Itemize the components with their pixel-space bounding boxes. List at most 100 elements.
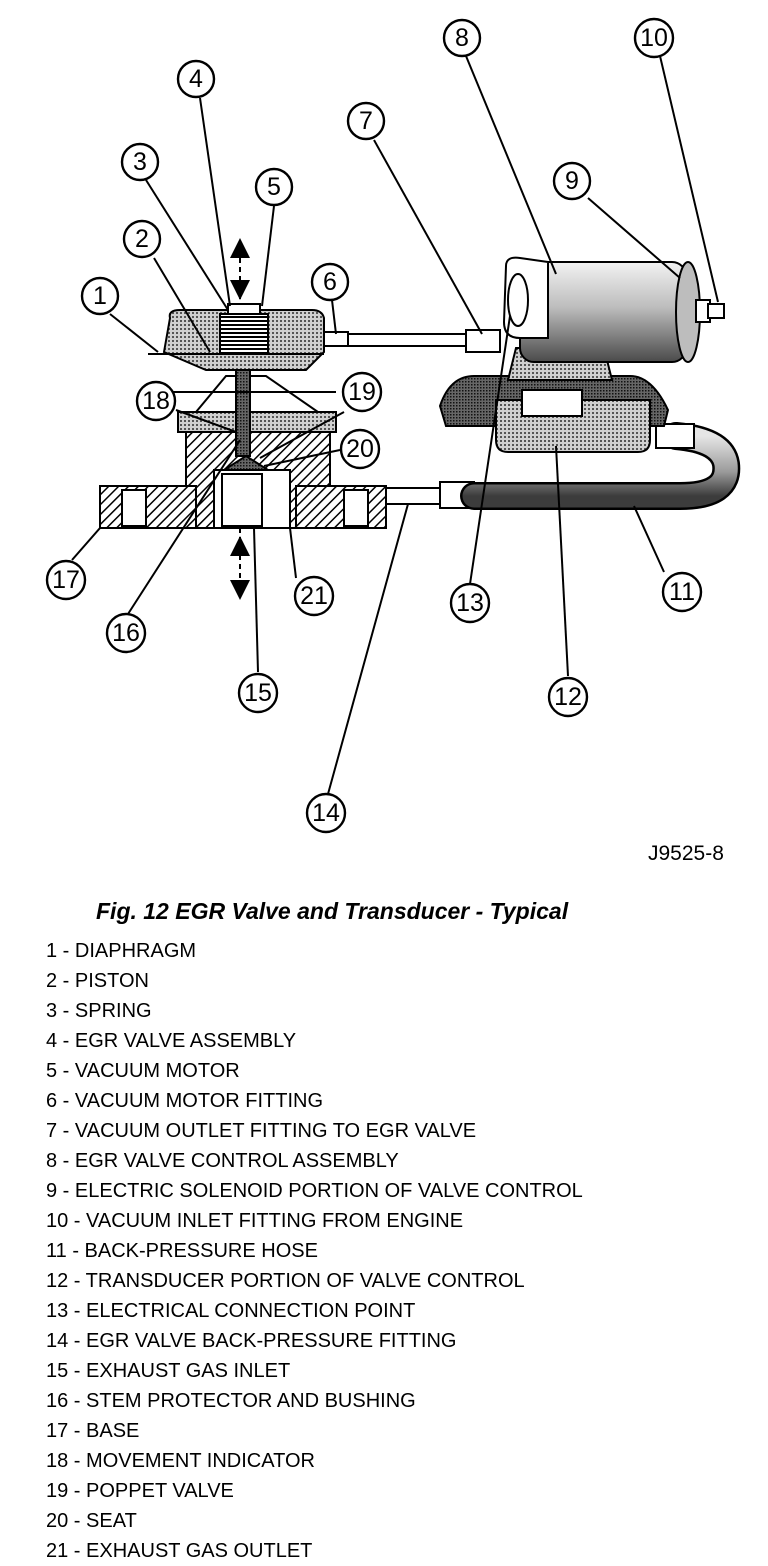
callout-5: 5 — [254, 167, 294, 207]
svg-text:12: 12 — [554, 683, 582, 711]
legend-number: 3 — [46, 1000, 58, 1022]
legend-item: 19 - POPPET VALVE — [46, 1476, 583, 1506]
legend-number: 4 — [46, 1030, 58, 1052]
bolt-hole-left — [121, 489, 147, 527]
control-assembly-drawing — [438, 256, 741, 510]
legend-text: BASE — [86, 1420, 140, 1442]
svg-text:5: 5 — [267, 173, 281, 201]
legend-text: VACUUM MOTOR — [74, 1060, 240, 1082]
legend-text: VACUUM INLET FITTING FROM ENGINE — [86, 1210, 464, 1232]
legend-separator: - — [68, 1330, 87, 1352]
legend-number: 6 — [46, 1090, 58, 1112]
legend-text: STEM PROTECTOR AND BUSHING — [86, 1390, 416, 1412]
vacuum-line — [347, 333, 471, 347]
legend-text: EXHAUST GAS INLET — [86, 1360, 291, 1382]
legend-number: 10 — [46, 1210, 69, 1232]
legend-text: TRANSDUCER PORTION OF VALVE CONTROL — [85, 1270, 525, 1292]
legend-number: 18 — [46, 1450, 69, 1472]
legend-item: 7 - VACUUM OUTLET FITTING TO EGR VALVE — [46, 1116, 583, 1146]
callout-20: 20 — [339, 428, 381, 470]
callout-8: 8 — [442, 18, 482, 58]
svg-text:1: 1 — [93, 282, 107, 310]
legend-item: 9 - ELECTRIC SOLENOID PORTION OF VALVE C… — [46, 1176, 583, 1206]
legend-text: ELECTRIC SOLENOID PORTION OF VALVE CONTR… — [74, 1180, 583, 1202]
legend-separator: - — [68, 1390, 87, 1412]
legend-text: BACK-PRESSURE HOSE — [84, 1240, 318, 1262]
callout-12: 12 — [547, 676, 589, 718]
svg-text:21: 21 — [300, 582, 328, 610]
legend-number: 17 — [46, 1420, 69, 1442]
legend-item: 10 - VACUUM INLET FITTING FROM ENGINE — [46, 1206, 583, 1236]
legend-item: 11 - BACK-PRESSURE HOSE — [46, 1236, 583, 1266]
legend-separator: - — [68, 1360, 87, 1382]
legend-separator: - — [57, 1090, 75, 1112]
callout-16: 16 — [105, 612, 147, 654]
legend-separator: - — [68, 1300, 87, 1322]
arrow-up-top — [230, 238, 250, 258]
legend-separator: - — [57, 1000, 75, 1022]
poppet-valve — [220, 454, 272, 471]
egr-diagram: 1 2 3 4 5 6 7 8 9 10 11 12 13 14 15 16 1… — [45, 17, 741, 834]
legend-number: 12 — [46, 1270, 69, 1292]
legend-item: 17 - BASE — [46, 1416, 583, 1446]
legend-separator: - — [57, 1120, 75, 1142]
legend-number: 2 — [46, 970, 58, 992]
legend-separator: - — [57, 1030, 75, 1052]
callout-11: 11 — [661, 571, 703, 613]
vacuum-outlet-fitting — [465, 329, 501, 353]
legend-text: EGR VALVE ASSEMBLY — [74, 1030, 297, 1052]
egr-valve-drawing — [99, 303, 501, 529]
legend-text: EXHAUST GAS OUTLET — [86, 1540, 313, 1562]
legend-text: DIAPHRAGM — [74, 940, 197, 962]
legend-number: 7 — [46, 1120, 58, 1142]
legend-number: 21 — [46, 1540, 69, 1562]
callout-17: 17 — [45, 559, 87, 601]
callout-14: 14 — [305, 792, 347, 834]
legend-separator: - — [68, 1540, 87, 1562]
legend-item: 15 - EXHAUST GAS INLET — [46, 1356, 583, 1386]
legend-item: 2 - PISTON — [46, 966, 583, 996]
hose-fitting — [655, 423, 695, 449]
svg-text:11: 11 — [669, 578, 695, 606]
legend-number: 16 — [46, 1390, 69, 1412]
legend-separator: - — [68, 1480, 87, 1502]
legend-number: 1 — [46, 940, 58, 962]
svg-text:13: 13 — [456, 589, 484, 617]
svg-text:19: 19 — [348, 378, 376, 406]
callout-4: 4 — [176, 59, 216, 99]
legend-text: EGR VALVE CONTROL ASSEMBLY — [74, 1150, 399, 1172]
svg-text:10: 10 — [640, 24, 668, 52]
callout-21: 21 — [293, 575, 335, 617]
motor-top-nub — [227, 303, 261, 315]
legend-item: 16 - STEM PROTECTOR AND BUSHING — [46, 1386, 583, 1416]
svg-text:2: 2 — [135, 225, 149, 253]
legend-item: 14 - EGR VALVE BACK-PRESSURE FITTING — [46, 1326, 583, 1356]
svg-text:15: 15 — [244, 679, 272, 707]
legend-text: MOVEMENT INDICATOR — [86, 1450, 315, 1472]
svg-text:9: 9 — [565, 167, 579, 195]
svg-text:18: 18 — [142, 387, 170, 415]
legend-separator: - — [57, 970, 75, 992]
legend-number: 11 — [46, 1240, 67, 1262]
legend-separator: - — [57, 1060, 75, 1082]
figure-caption: Fig. 12 EGR Valve and Transducer - Typic… — [96, 898, 569, 924]
callout-10: 10 — [633, 17, 675, 59]
legend-text: SPRING — [74, 1000, 152, 1022]
movement-arrows — [230, 238, 250, 600]
legend-item: 1 - DIAPHRAGM — [46, 936, 583, 966]
legend-text: VACUUM OUTLET FITTING TO EGR VALVE — [74, 1120, 477, 1142]
legend-item: 21 - EXHAUST GAS OUTLET — [46, 1536, 583, 1566]
legend-number: 8 — [46, 1150, 58, 1172]
callout-15: 15 — [237, 672, 279, 714]
legend-text: VACUUM MOTOR FITTING — [74, 1090, 324, 1112]
legend-number: 15 — [46, 1360, 69, 1382]
legend-separator: - — [57, 1150, 75, 1172]
legend-separator: - — [68, 1210, 87, 1232]
legend-separator: - — [57, 940, 75, 962]
legend-number: 19 — [46, 1480, 69, 1502]
legend-item: 5 - VACUUM MOTOR — [46, 1056, 583, 1086]
bolt-hole-right — [343, 489, 369, 527]
callout-2: 2 — [122, 219, 162, 259]
motor-fitting — [323, 331, 349, 347]
